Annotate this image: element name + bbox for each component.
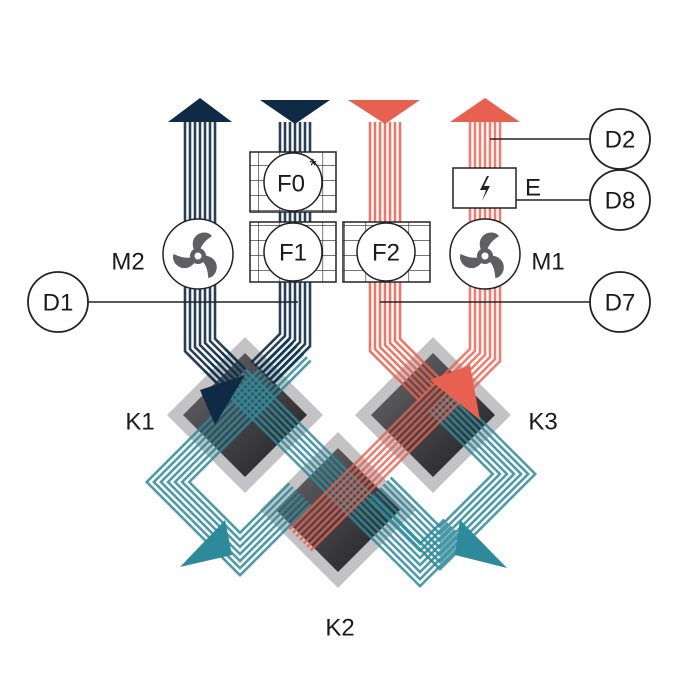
- f0-asterisk: *: [309, 156, 316, 176]
- airflow-bands: [144, 122, 538, 589]
- supply-arrow-up-icon: [450, 98, 520, 122]
- callout-d8: D8: [589, 169, 651, 231]
- fan-m2: [162, 218, 234, 290]
- k1-label: K1: [125, 409, 154, 436]
- band-stripe: [375, 395, 523, 557]
- band-stripe: [208, 122, 243, 374]
- fan-icon: [173, 232, 217, 279]
- band-stripe: [388, 122, 435, 388]
- callout-d1: D1: [27, 271, 89, 333]
- d7-label: D7: [605, 290, 636, 317]
- band-stripe: [203, 122, 240, 378]
- band-stripe: [207, 366, 463, 581]
- flow-arrow-teal-right-icon: [455, 520, 507, 568]
- band-stripe: [217, 355, 453, 560]
- band-stripe: [398, 122, 442, 381]
- return-arrow-down-icon: [348, 100, 420, 124]
- flow-arrow-red-icon: [430, 365, 480, 420]
- band-stripe: [368, 122, 421, 402]
- band-stripe: [378, 122, 428, 395]
- flow-arrow-navy-icon: [200, 375, 245, 425]
- band-stripe: [221, 352, 449, 553]
- band-stripe: [389, 409, 495, 529]
- callout-d7: D7: [589, 271, 651, 333]
- m1-label: M1: [531, 249, 564, 276]
- band-stripe: [382, 402, 509, 543]
- filter-f0: F0 *: [249, 151, 337, 213]
- d8-label: D8: [605, 188, 636, 215]
- lightning-icon: [480, 176, 490, 201]
- fan-icon: [460, 232, 504, 279]
- intake-arrow-down-icon: [260, 100, 330, 124]
- red-return: [368, 122, 442, 402]
- exchanger-k1: [167, 337, 323, 493]
- band-stripe: [214, 359, 456, 567]
- band-stripe: [166, 349, 301, 556]
- band-stripe: [187, 359, 312, 535]
- filter-f1: F1: [249, 221, 337, 283]
- band-stripe: [203, 369, 467, 589]
- band-stripe: [183, 122, 226, 392]
- band-stripe: [386, 406, 502, 536]
- teal-diagonal: [203, 348, 467, 589]
- leader-lines: [88, 138, 590, 303]
- band-stripe: [188, 122, 229, 388]
- band-stripe: [224, 348, 446, 546]
- filter-f2: F2: [342, 221, 431, 283]
- d2-label: D2: [605, 127, 636, 154]
- teal-loop-left: [144, 338, 312, 578]
- band-stripe: [180, 356, 308, 542]
- k3-label: K3: [528, 409, 557, 436]
- e-label: E: [525, 175, 541, 202]
- band-stripe: [393, 122, 438, 384]
- d1-label: D1: [43, 290, 74, 317]
- band-stripe: [159, 345, 305, 563]
- fan-m1: [449, 218, 521, 290]
- band-stripe: [383, 122, 431, 391]
- band-stripe: [173, 352, 305, 549]
- f1-label: F1: [279, 240, 307, 267]
- band-stripe: [379, 399, 516, 550]
- band-stripe: [198, 122, 236, 381]
- exhaust-arrow-up-icon: [168, 98, 232, 122]
- band-stripe: [213, 122, 247, 371]
- callout-d2: D2: [589, 108, 651, 170]
- flow-arrow-teal-left-icon: [180, 520, 232, 567]
- navy-exhaust: [183, 122, 247, 392]
- f2-label: F2: [372, 240, 400, 267]
- band-stripe: [152, 342, 308, 570]
- band-stripe: [193, 122, 233, 385]
- k2-label: K2: [325, 615, 354, 642]
- band-stripe: [210, 362, 460, 574]
- heater-e: [452, 167, 517, 209]
- f0-label: F0: [277, 171, 305, 198]
- band-stripe: [373, 122, 424, 398]
- m2-label: M2: [111, 249, 144, 276]
